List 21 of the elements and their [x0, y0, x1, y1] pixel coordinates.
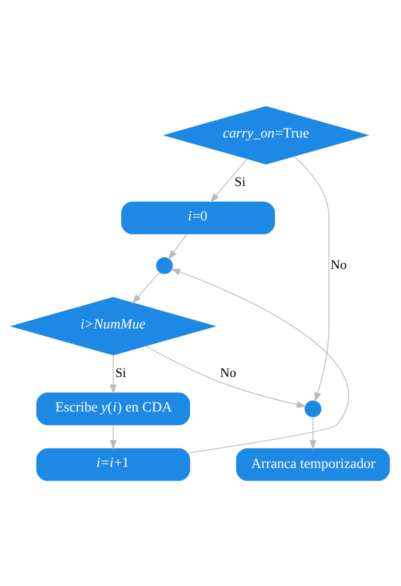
edge-label: Si [234, 174, 246, 189]
edge-label: Si [115, 364, 126, 380]
arrow [110, 354, 117, 394]
node-diamond: i>NumMue [10, 296, 216, 355]
arrow [210, 158, 248, 202]
node-box: Escribe y(i) en CDA [36, 392, 190, 425]
arrow [293, 155, 330, 402]
node-diamond: carry_on=True [162, 106, 370, 164]
arrow [132, 271, 160, 304]
node-box: Arranca temporizador [236, 448, 390, 480]
arrow [144, 344, 307, 408]
edge-label: No [220, 364, 236, 380]
arrow [168, 232, 188, 260]
arrow [170, 268, 349, 453]
node-circle [156, 256, 173, 274]
node-circle [304, 400, 322, 417]
arrow [310, 416, 316, 450]
node-box: i=0 [121, 201, 275, 234]
arrow [110, 424, 117, 450]
edge-label: No [330, 256, 347, 272]
node-box: i=i+1 [36, 448, 190, 480]
